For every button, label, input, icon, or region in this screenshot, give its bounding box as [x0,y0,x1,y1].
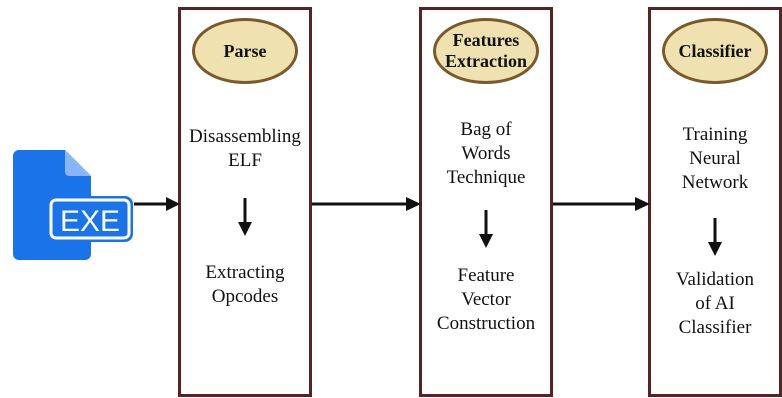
stage-features-extraction: Features Extraction Bag of Words Techniq… [419,7,553,397]
down-arrow-icon [479,210,493,248]
step-validation-ai-classifier: Validation of AI Classifier [675,269,755,338]
stage-title-parse: Parse [192,18,298,84]
arrow-parse-to-features [312,197,421,211]
stage-classifier: Classifier Training Neural Network Valid… [648,7,782,397]
step-feature-vector-construction: Feature Vector Construction [436,265,536,334]
step-extracting-opcodes: Extracting Opcodes [205,262,285,307]
arrow-features-to-classifier [553,197,650,211]
down-arrow-icon [708,218,722,256]
step-bag-of-words: Bag of Words Technique [446,119,526,188]
exe-file-icon: EXE [13,150,133,260]
step-training-neural-network: Training Neural Network [681,124,749,193]
arrow-exe-to-parse [134,197,180,211]
down-arrow-icon [238,198,252,236]
stage-title-classifier: Classifier [662,18,768,84]
step-disassembling-elf: Disassembling ELF [189,126,301,171]
exe-label: EXE [60,205,120,238]
stage-parse: Parse Disassembling ELF Extracting Opcod… [178,7,312,397]
stage-title-features-extraction: Features Extraction [433,18,539,84]
